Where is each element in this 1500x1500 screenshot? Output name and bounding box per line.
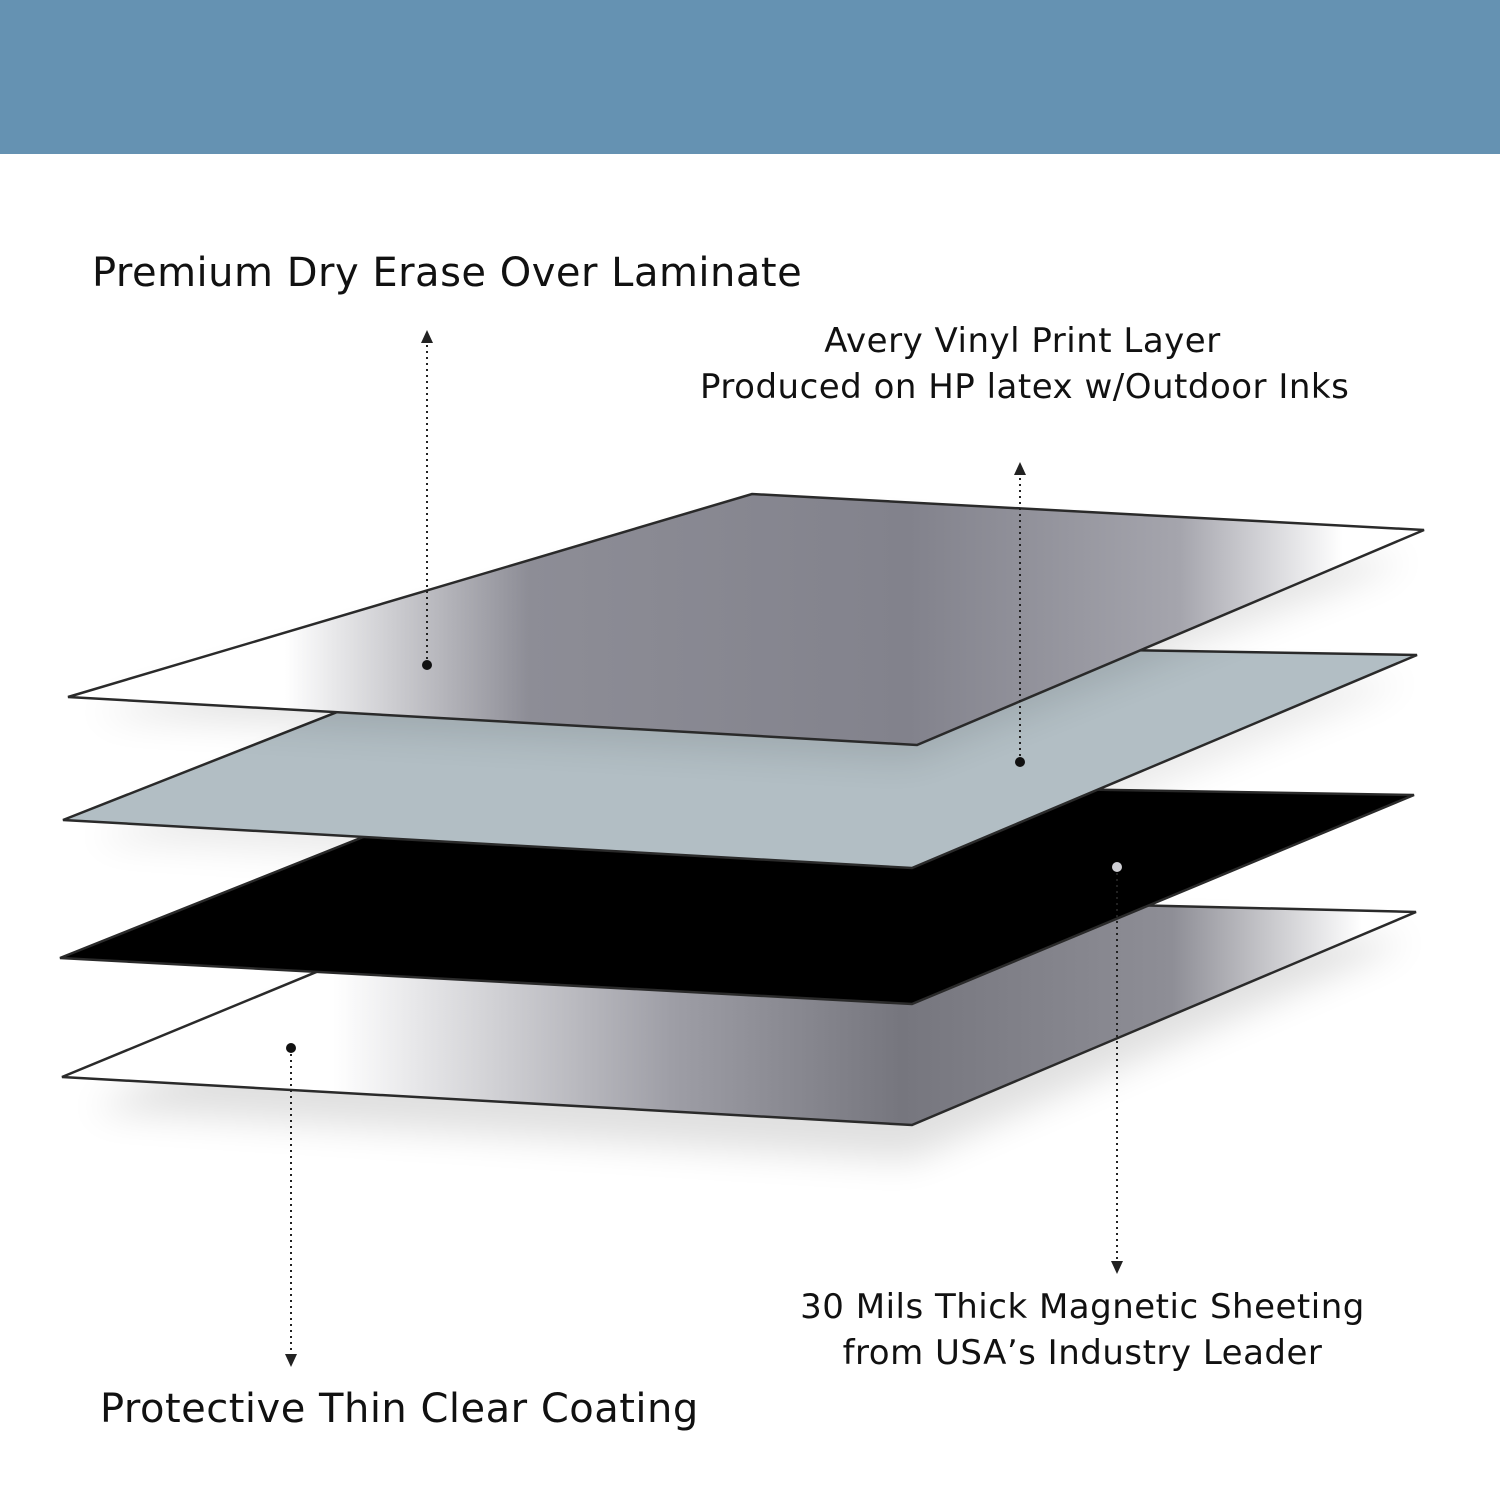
arrow-up-icon — [1014, 462, 1026, 475]
magnetic-label-line-1: 30 Mils Thick Magnetic Sheeting — [800, 1287, 1365, 1327]
vinyl-label-line-2: Produced on HP latex w/Outdoor Inks — [700, 367, 1350, 407]
magnetic-label: 30 Mils Thick Magnetic Sheeting from USA… — [790, 1284, 1375, 1376]
vinyl-label-line-1: Avery Vinyl Print Layer — [824, 321, 1221, 361]
arrow-down-icon — [285, 1354, 297, 1367]
leader-dot — [286, 1043, 296, 1053]
leader-dot — [1112, 862, 1122, 872]
arrow-up-icon — [421, 330, 433, 343]
coating-label: Protective Thin Clear Coating — [100, 1386, 699, 1432]
magnetic-label-line-2: from USA’s Industry Leader — [842, 1333, 1323, 1373]
leader-dot — [422, 660, 432, 670]
arrow-down-icon — [1111, 1261, 1123, 1274]
top-banner — [0, 0, 1500, 154]
vinyl-leader — [1014, 462, 1026, 767]
laminate-sheet — [67, 492, 1425, 747]
magnetic-leader — [1111, 862, 1123, 1274]
coating-leader — [285, 1043, 297, 1367]
laminate-leader — [421, 330, 433, 670]
vinyl-label: Avery Vinyl Print Layer Produced on HP l… — [700, 318, 1350, 410]
leader-dot — [1015, 757, 1025, 767]
laminate-label: Premium Dry Erase Over Laminate — [92, 250, 803, 296]
